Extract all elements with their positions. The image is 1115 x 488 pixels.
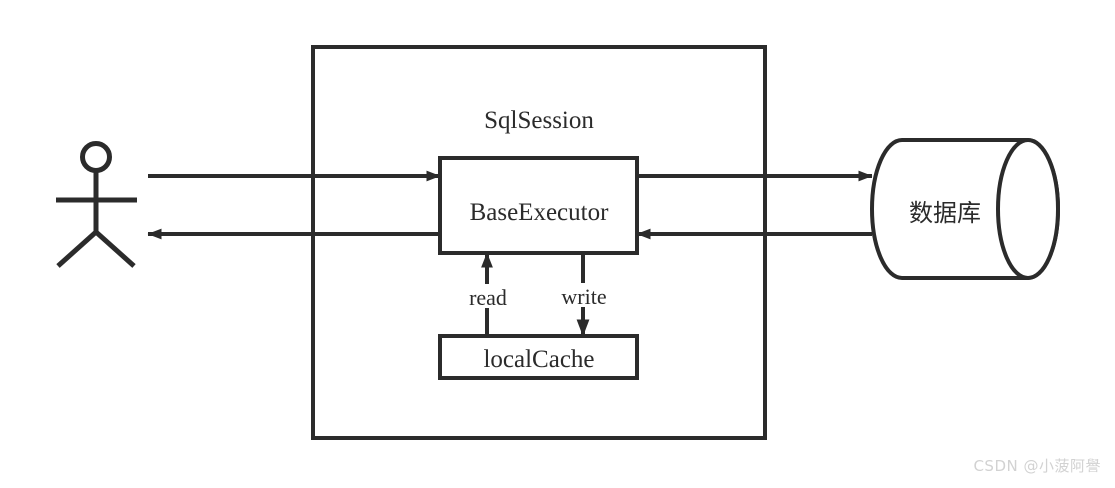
local-cache-label: localCache (483, 346, 594, 373)
edge-cache-write-label-bg (551, 283, 616, 307)
edge-cache-write[interactable]: write (551, 253, 616, 337)
edge-cache-write-label: write (561, 284, 606, 309)
edge-cache-read[interactable]: read (460, 252, 516, 336)
local-cache-rect[interactable] (438, 334, 639, 380)
edge-cache-read-label: read (469, 285, 507, 310)
sqlsession-label: SqlSession (484, 107, 594, 134)
database-node[interactable]: 数据库 (870, 138, 1060, 280)
base-executor-node[interactable]: BaseExecutor (438, 156, 639, 255)
database-cylinder-cap (996, 138, 1060, 280)
actor-leg-right-line (94, 230, 136, 268)
csdn-watermark: CSDN @小菠阿譽 (973, 457, 1101, 475)
local-cache-node[interactable]: localCache (438, 334, 639, 380)
database-label: 数据库 (909, 199, 981, 227)
base-executor-label: BaseExecutor (470, 199, 610, 226)
base-executor-rect[interactable] (438, 156, 639, 255)
actor-leg-left-line (56, 230, 98, 268)
actor-figure[interactable] (56, 141, 137, 268)
actor-head-icon (80, 141, 112, 173)
edge-cache-read-label-bg (460, 284, 516, 308)
